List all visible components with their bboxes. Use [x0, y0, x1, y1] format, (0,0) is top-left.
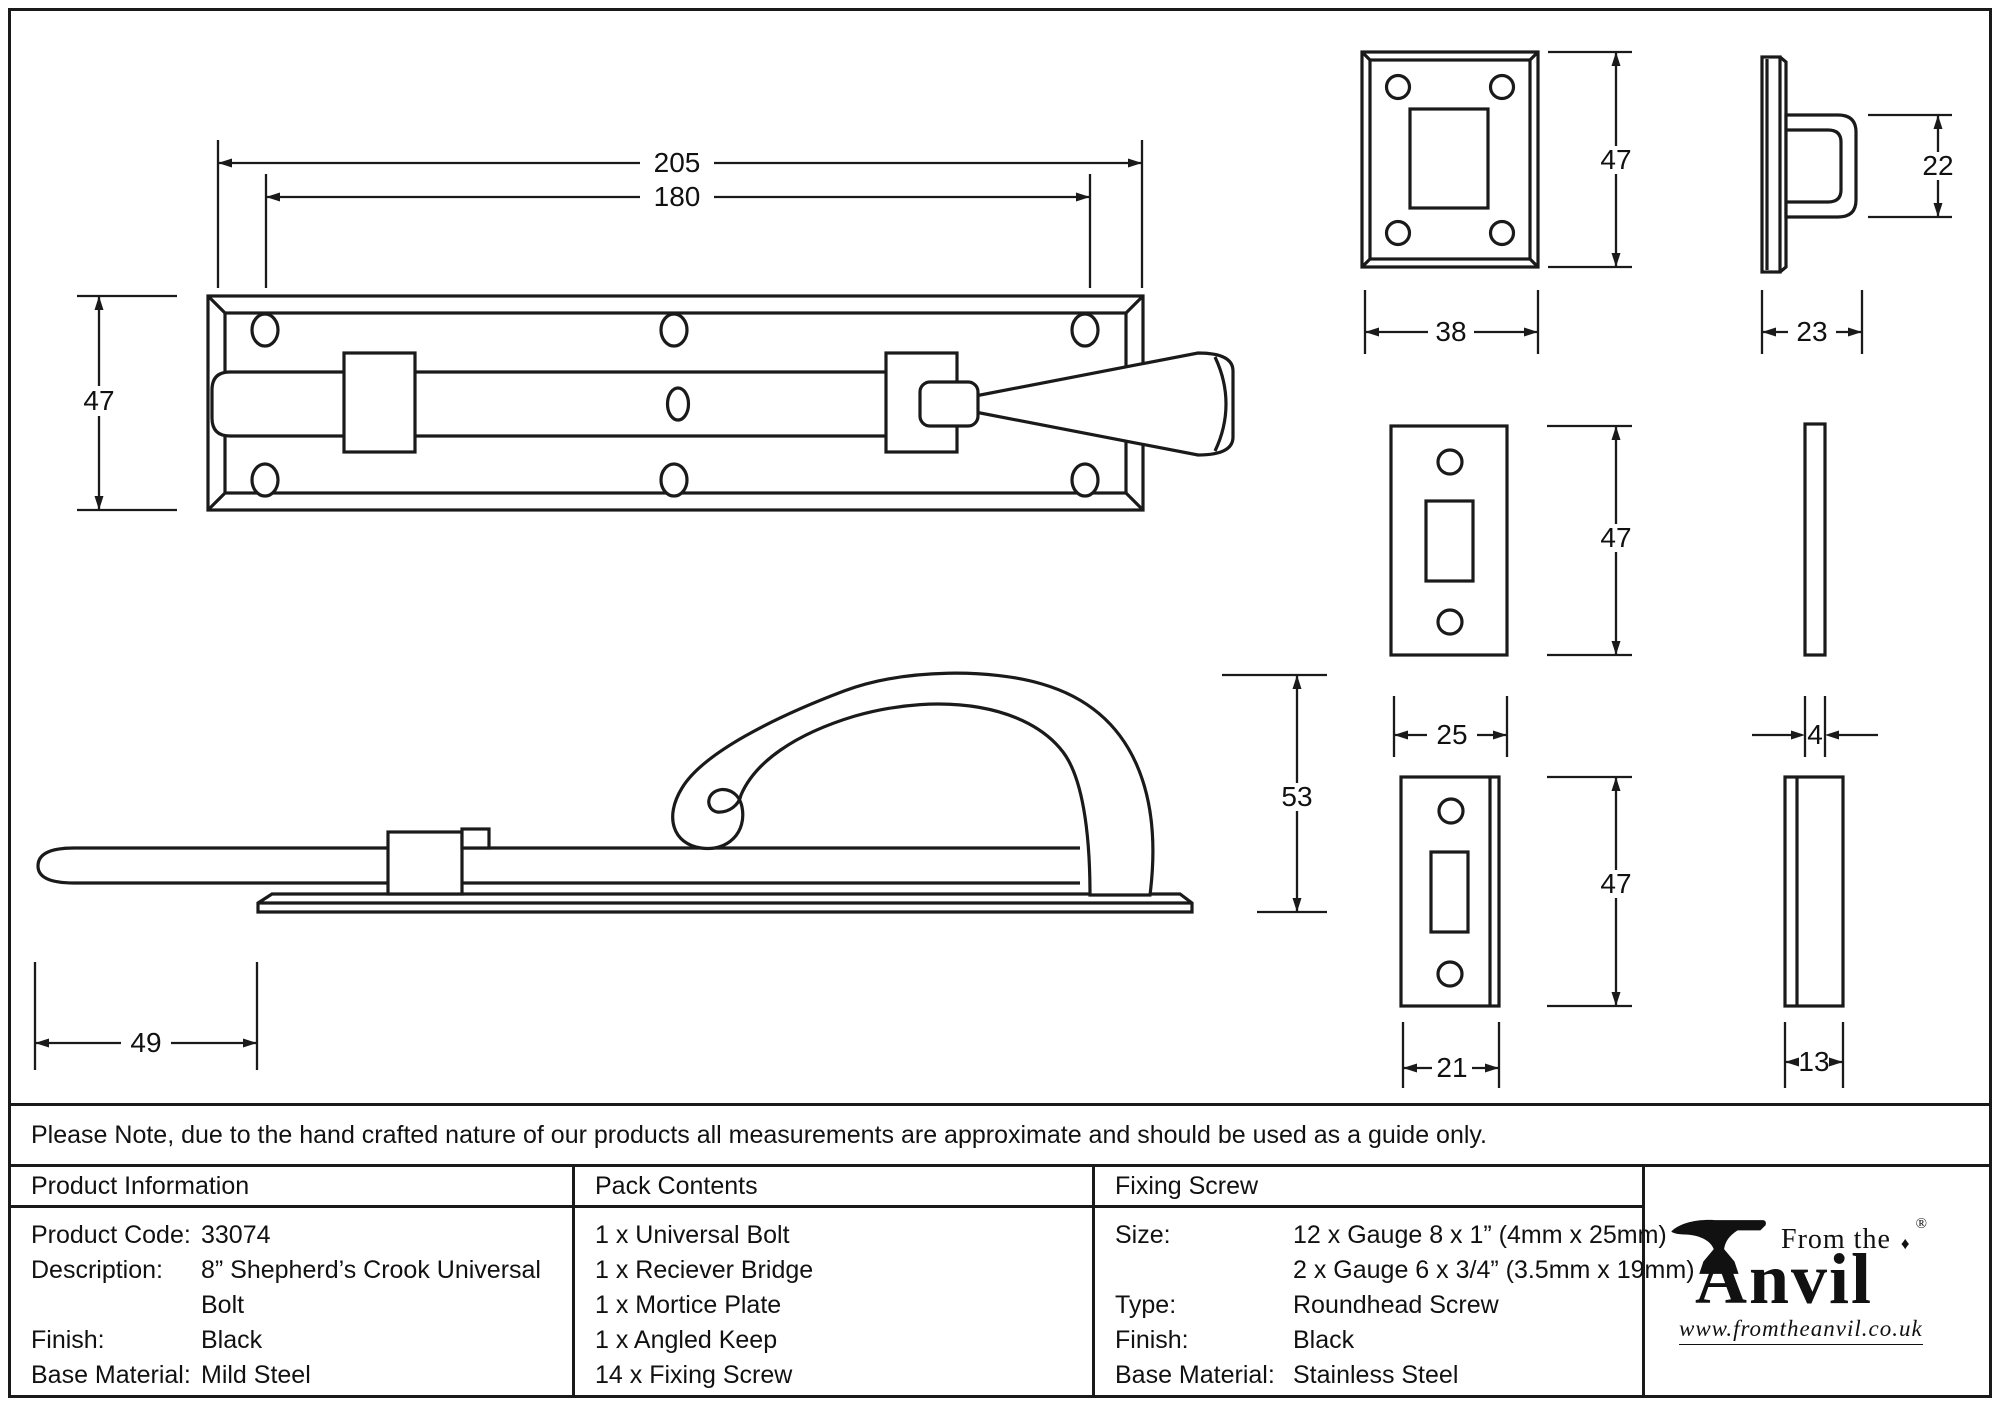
receiver-bridge-front-view: 47 38 — [1360, 50, 1632, 354]
fixing-screw-header: Fixing Screw — [1095, 1167, 1642, 1208]
dim-label-bridge-height: 47 — [1600, 144, 1631, 175]
diamond-icon: ♦ — [1900, 1233, 1910, 1253]
dim-label-crook-height: 53 — [1281, 781, 1312, 812]
page-frame: 205 180 47 — [8, 8, 1992, 1398]
table-row: Base Material: Stainless Steel — [1115, 1358, 1642, 1393]
fixing-screw-column: Fixing Screw Size: 12 x Gauge 8 x 1” (4m… — [1095, 1167, 1695, 1395]
row-value: Bolt — [201, 1291, 245, 1319]
list-item: 14 x Fixing Screw — [595, 1361, 793, 1389]
bolt-side-view-crook: 49 53 — [33, 671, 1327, 1070]
pack-contents-column: Pack Contents 1 x Universal Bolt 1 x Rec… — [575, 1167, 1095, 1395]
row-value: 8” Shepherd’s Crook Universal — [201, 1256, 541, 1284]
receiver-bridge-side-view: 22 23 — [1760, 55, 1954, 354]
row-value: Stainless Steel — [1293, 1361, 1459, 1389]
row-label: Base Material: — [1115, 1361, 1275, 1389]
product-information-column: Product Information Product Code: 33074 … — [11, 1167, 575, 1395]
table-row: 2 x Gauge 6 x 3/4” (3.5mm x 19mm) — [1115, 1253, 1695, 1288]
dim-label-bridge-hoop-height: 22 — [1922, 150, 1953, 181]
dim-label-bridge-depth: 23 — [1796, 316, 1827, 347]
table-row: Finish: Black — [1115, 1323, 1642, 1358]
list-item: 1 x Universal Bolt — [595, 1221, 790, 1249]
from-the-anvil-logo: From the ♦ ® Anvil www.fromtheanvil.co.u… — [1667, 1215, 1967, 1345]
registered-mark: ® — [1915, 1215, 1927, 1232]
dim-label-keep-depth: 13 — [1798, 1046, 1829, 1077]
spec-table: Product Information Product Code: 33074 … — [11, 1164, 1989, 1395]
table-row: Product Code: 33074 — [31, 1218, 572, 1253]
table-row: Finish: Black — [31, 1323, 572, 1358]
row-value: 33074 — [201, 1221, 271, 1249]
list-item: 1 x Mortice Plate — [595, 1291, 782, 1319]
measurement-note: Please Note, due to the hand crafted nat… — [11, 1103, 1989, 1164]
row-label: Type: — [1115, 1291, 1177, 1319]
table-row: Base Material: Mild Steel — [31, 1358, 572, 1393]
row-value: Roundhead Screw — [1293, 1291, 1499, 1319]
row-label: Finish: — [1115, 1326, 1189, 1354]
dim-label-mortice-height: 47 — [1600, 522, 1631, 553]
dim-label-mortice-width: 25 — [1436, 719, 1467, 750]
bolt-top-view: 205 180 47 — [77, 140, 1235, 512]
logo-tagline: From the — [1781, 1223, 1891, 1255]
table-row: Size: 12 x Gauge 8 x 1” (4mm x 25mm) — [1115, 1218, 1667, 1253]
list-item: 1 x Angled Keep — [595, 1326, 778, 1354]
dim-label-bolt-length: 205 — [654, 147, 701, 178]
product-information-header: Product Information — [11, 1167, 572, 1208]
note-text: Please Note, due to the hand crafted nat… — [31, 1120, 1488, 1149]
logo-brand-name: Anvil — [1695, 1238, 1874, 1319]
row-label — [31, 1288, 201, 1323]
technical-drawing: 205 180 47 — [33, 50, 1954, 1088]
mortice-plate-side-view: 4 — [1752, 422, 1878, 757]
dim-label-crook-reach: 49 — [130, 1027, 161, 1058]
technical-drawing-area: 205 180 47 — [11, 11, 1989, 1103]
row-label — [1115, 1253, 1293, 1288]
dim-label-bolt-hole-span: 180 — [654, 181, 701, 212]
list-item: 1 x Reciever Bridge — [595, 1256, 814, 1284]
row-label: Size: — [1115, 1221, 1171, 1249]
dim-label-mortice-thickness: 4 — [1807, 719, 1823, 750]
anvil-icon — [1671, 1219, 1766, 1274]
angled-keep-side-view: 13 — [1783, 775, 1845, 1088]
dim-label-bolt-plate-height: 47 — [83, 385, 114, 416]
row-value: Mild Steel — [201, 1361, 311, 1389]
dim-label-keep-width: 21 — [1436, 1052, 1467, 1083]
angled-keep-front-view: 21 47 — [1399, 775, 1632, 1088]
logo-website-url: www.fromtheanvil.co.uk — [1679, 1316, 1923, 1345]
table-row: Type: Roundhead Screw — [1115, 1288, 1642, 1323]
row-value: 12 x Gauge 8 x 1” (4mm x 25mm) — [1293, 1221, 1667, 1249]
row-label: Product Code: — [31, 1221, 191, 1249]
row-label: Finish: — [31, 1326, 105, 1354]
row-value: Black — [1293, 1326, 1355, 1354]
row-label: Base Material: — [31, 1361, 191, 1389]
mortice-plate-front-view: 47 25 — [1389, 424, 1632, 757]
table-row: Description: 8” Shepherd’s Crook Univers… — [31, 1253, 572, 1288]
dim-label-bridge-width: 38 — [1435, 316, 1466, 347]
pack-contents-header: Pack Contents — [575, 1167, 1092, 1208]
row-value: 2 x Gauge 6 x 3/4” (3.5mm x 19mm) — [1293, 1256, 1695, 1284]
row-label: Description: — [31, 1256, 163, 1284]
row-value: Black — [201, 1326, 263, 1354]
brand-logo-cell: From the ♦ ® Anvil www.fromtheanvil.co.u… — [1645, 1167, 1989, 1395]
dim-label-keep-height: 47 — [1600, 868, 1631, 899]
table-row: Bolt — [31, 1288, 572, 1323]
